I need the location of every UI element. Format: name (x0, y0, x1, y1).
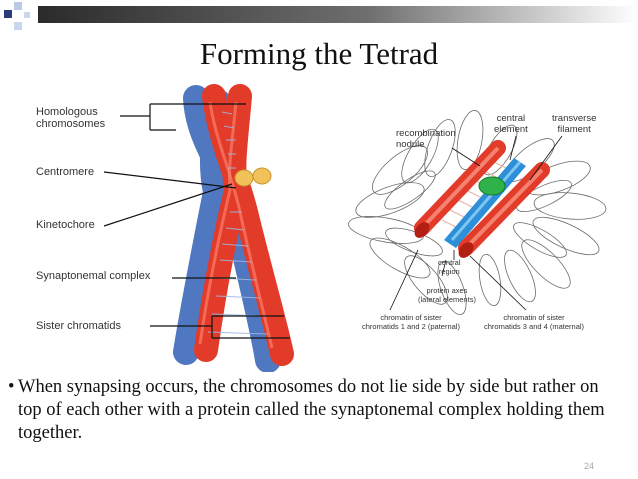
label-sister-chromatids: Sister chromatids (36, 320, 121, 332)
label-recombination-nodule: recombination nodule (396, 128, 456, 150)
bullet-point: • When synapsing occurs, the chromosomes… (8, 376, 608, 445)
label-chromatin-maternal: chromatin of sister chromatids 3 and 4 (… (484, 313, 585, 331)
bullet-text: When synapsing occurs, the chromosomes d… (18, 377, 605, 443)
slide-title: Forming the Tetrad (199, 36, 439, 71)
label-synaptonemal-complex: Synaptonemal complex (36, 270, 151, 282)
label-protein-axes: protein axes (lateral elements) (418, 286, 476, 304)
synaptonemal-complex-diagram (348, 109, 607, 315)
label-chromatin-paternal: chromatin of sister chromatids 1 and 2 (… (362, 313, 460, 331)
label-centromere: Centromere (36, 166, 95, 178)
bullet-dot: • (8, 377, 15, 397)
label-central-region: central region (438, 258, 461, 276)
chromosome-tetrad-diagram (103, 84, 294, 372)
title-bar-decoration (4, 2, 638, 30)
label-kinetochore: Kinetochore (36, 219, 95, 231)
label-central-element: central element (494, 113, 528, 135)
label-transverse-filament: transverse filament (552, 113, 597, 135)
label-homologous-chromosomes: Homologous chromosomes (36, 106, 106, 130)
slide-number: 24 (583, 461, 594, 471)
